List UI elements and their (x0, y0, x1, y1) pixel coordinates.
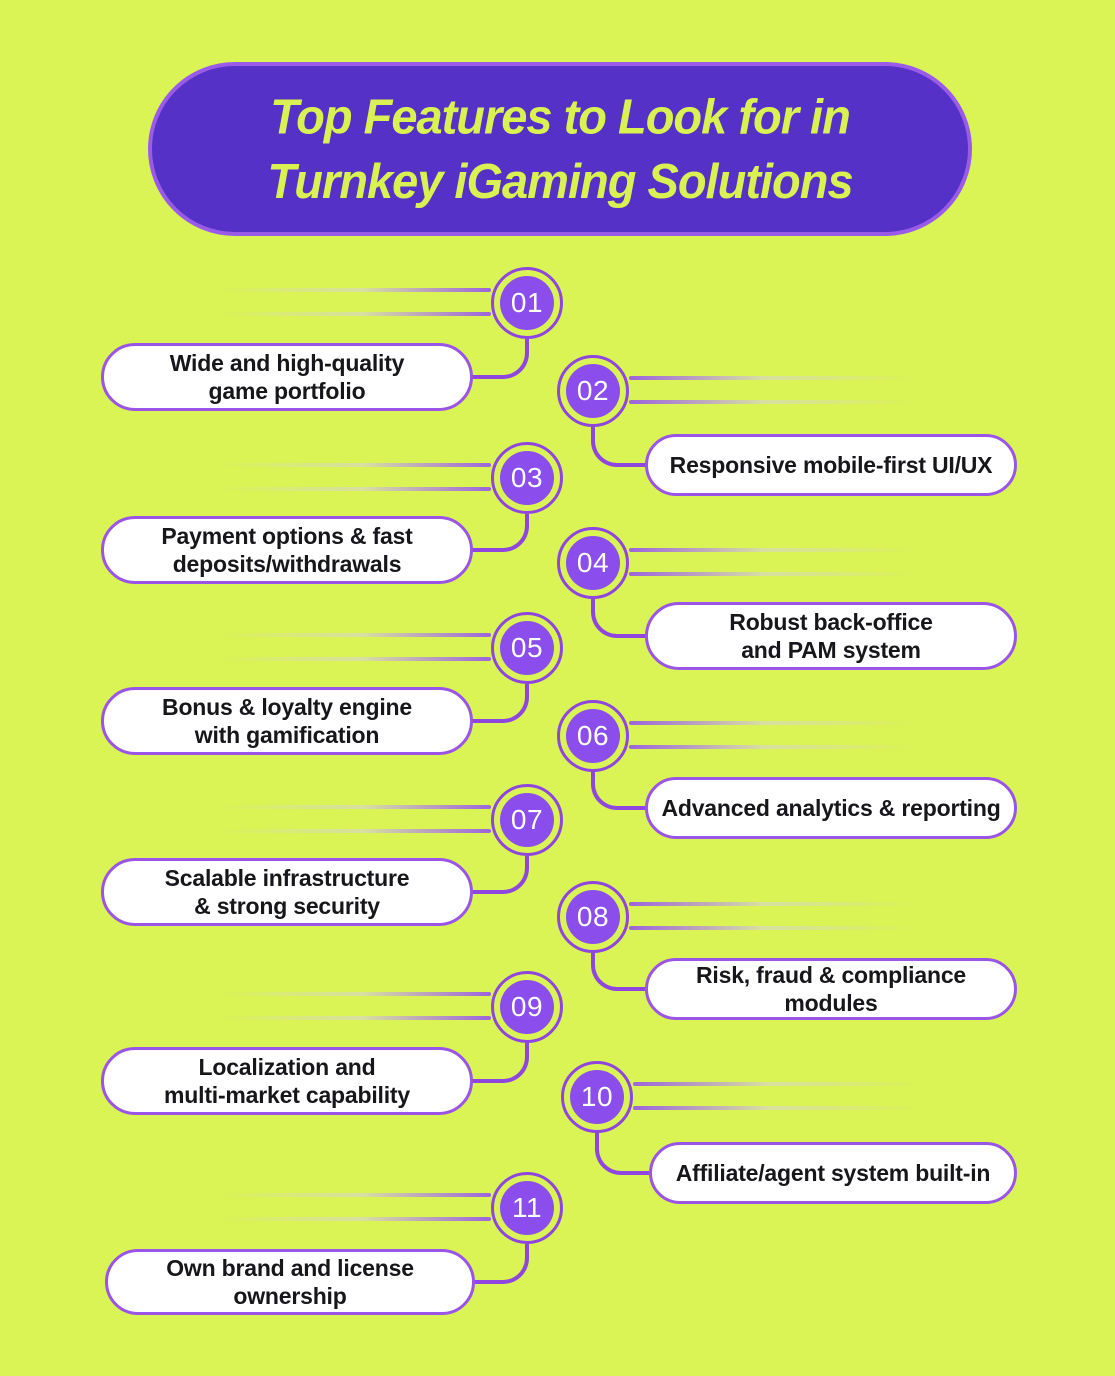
connector-line (591, 599, 647, 638)
step-circle-08: 08 (557, 881, 629, 953)
speed-line (209, 312, 491, 316)
speed-line (629, 745, 925, 749)
connector-line (471, 856, 529, 894)
feature-box-02: Responsive mobile-first UI/UX (645, 434, 1017, 496)
speed-line (209, 1016, 491, 1020)
speed-line (629, 376, 925, 380)
speed-line (209, 288, 491, 292)
speed-line (629, 572, 925, 576)
step-circle-03: 03 (491, 442, 563, 514)
step-circle-02: 02 (557, 355, 629, 427)
speed-line (209, 992, 491, 996)
step-circle-10: 10 (561, 1061, 633, 1133)
step-circle-04: 04 (557, 527, 629, 599)
speed-line (629, 400, 925, 404)
step-circle-09: 09 (491, 971, 563, 1043)
step-circle-05: 05 (491, 612, 563, 684)
speed-line (209, 633, 491, 637)
step-number: 04 (576, 547, 610, 578)
step-number: 03 (510, 462, 544, 493)
step-number: 07 (510, 804, 544, 835)
step-circle-11: 11 (491, 1172, 563, 1244)
connector-line (471, 339, 529, 379)
connector-line (591, 772, 647, 810)
title-banner: Top Features to Look for in Turnkey iGam… (148, 62, 972, 236)
speed-line (629, 548, 925, 552)
feature-label: Bonus & loyalty engine with gamification (162, 694, 412, 748)
connector-line (595, 1133, 649, 1175)
feature-box-07: Scalable infrastructure & strong securit… (101, 858, 473, 926)
feature-box-04: Robust back-office and PAM system (645, 602, 1017, 670)
speed-line (209, 805, 491, 809)
feature-label: Scalable infrastructure & strong securit… (164, 865, 410, 919)
connector-line (591, 427, 647, 467)
step-number: 06 (576, 720, 610, 751)
connector-line (473, 1244, 529, 1284)
connector-line (471, 514, 529, 552)
step-number: 05 (510, 632, 544, 663)
speed-line (209, 463, 491, 467)
speed-line (209, 657, 491, 661)
step-number: 02 (576, 375, 610, 406)
feature-label: Localization and multi-market capability (164, 1054, 410, 1108)
feature-box-09: Localization and multi-market capability (101, 1047, 473, 1115)
feature-label: Wide and high-quality game portfolio (169, 350, 405, 404)
feature-label: Risk, fraud & compliance modules (696, 962, 966, 1016)
connector-line (471, 1043, 529, 1083)
step-circle-06: 06 (557, 700, 629, 772)
feature-label: Own brand and license ownership (166, 1255, 414, 1309)
speed-line (633, 1106, 929, 1110)
feature-box-11: Own brand and license ownership (105, 1249, 475, 1315)
speed-line (209, 487, 491, 491)
feature-box-08: Risk, fraud & compliance modules (645, 958, 1017, 1020)
speed-line (209, 1217, 491, 1221)
page-title: Top Features to Look for in Turnkey iGam… (267, 88, 853, 209)
step-number: 11 (511, 1192, 543, 1223)
step-number: 01 (510, 287, 544, 318)
connector-line (471, 684, 529, 723)
feature-label: Robust back-office and PAM system (729, 609, 933, 663)
step-number: 10 (580, 1081, 614, 1112)
speed-line (209, 1193, 491, 1197)
feature-box-03: Payment options & fast deposits/withdraw… (101, 516, 473, 584)
speed-line (629, 926, 925, 930)
feature-box-01: Wide and high-quality game portfolio (101, 343, 473, 411)
step-circle-01: 01 (491, 267, 563, 339)
step-number: 09 (510, 991, 544, 1022)
step-circle-07: 07 (491, 784, 563, 856)
speed-line (629, 902, 925, 906)
speed-line (633, 1082, 929, 1086)
feature-label: Payment options & fast deposits/withdraw… (161, 523, 413, 577)
speed-line (209, 829, 491, 833)
feature-label: Advanced analytics & reporting (661, 795, 1001, 821)
step-number: 08 (576, 901, 610, 932)
speed-line (629, 721, 925, 725)
feature-box-06: Advanced analytics & reporting (645, 777, 1017, 839)
feature-box-05: Bonus & loyalty engine with gamification (101, 687, 473, 755)
connector-line (591, 953, 647, 991)
feature-label: Affiliate/agent system built-in (675, 1160, 991, 1186)
feature-box-10: Affiliate/agent system built-in (649, 1142, 1017, 1204)
feature-label: Responsive mobile-first UI/UX (669, 452, 993, 478)
